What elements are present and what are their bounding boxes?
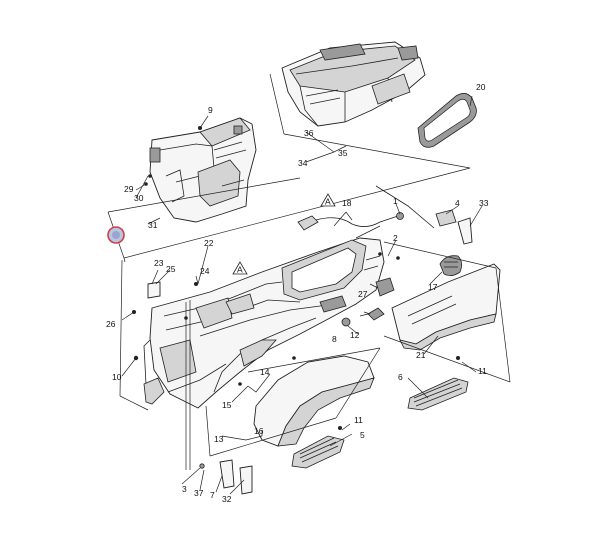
callout-31: 31	[148, 220, 158, 230]
callout-22: 22	[204, 238, 214, 248]
switch-module[interactable]	[435, 209, 457, 227]
callout-36: 36	[304, 128, 314, 138]
tub-seal[interactable]	[417, 93, 477, 148]
callout-7: 7	[210, 490, 215, 500]
callout-23: 23	[154, 258, 164, 268]
leader-lines	[121, 95, 483, 495]
speaker-grille[interactable]	[439, 255, 462, 276]
callout-35: 35	[338, 148, 348, 158]
callout-5: 5	[360, 430, 365, 440]
callout-33: 33	[479, 198, 489, 208]
callout-34: 34	[298, 158, 308, 168]
latch-27[interactable]	[375, 277, 395, 297]
callout-4: 4	[455, 198, 460, 208]
callout-21: 21	[416, 350, 426, 360]
callout-25: 25	[166, 264, 176, 274]
callout-20: 20	[476, 82, 486, 92]
indicator-icon[interactable]	[107, 226, 125, 244]
lower-bracket[interactable]	[143, 377, 165, 405]
callout-15: 15	[222, 400, 232, 410]
callout-24: 24	[200, 266, 210, 276]
callout-6: 6	[398, 372, 403, 382]
bracket-assembly[interactable]	[149, 117, 257, 223]
callout-1: 1	[393, 196, 398, 206]
mount-bracket-33[interactable]	[457, 217, 473, 245]
svg-text:A: A	[237, 265, 243, 275]
callout-12: 12	[350, 330, 360, 340]
callout-3: 3	[182, 484, 187, 494]
pin-23-25[interactable]	[147, 281, 161, 299]
callout-37: 37	[194, 488, 204, 498]
callout-30: 30	[134, 193, 144, 203]
callout-18: 18	[342, 198, 352, 208]
scuff-plate-upper[interactable]	[407, 377, 469, 411]
callout-16: 16	[254, 426, 264, 436]
callout-26: 26	[106, 319, 116, 329]
callout-8: 8	[332, 334, 337, 344]
wheelhouse-liner[interactable]	[253, 355, 375, 447]
callout-29: 29	[124, 184, 134, 194]
hinge-bracket-bottom[interactable]	[199, 459, 253, 495]
callout-10: 10	[112, 372, 122, 382]
callout-17: 17	[428, 282, 438, 292]
section-marker-a1: A	[232, 261, 248, 275]
storage-tub[interactable]	[281, 41, 426, 127]
callout-32: 32	[222, 494, 232, 504]
connector-12[interactable]	[359, 307, 385, 321]
fastener-8[interactable]	[341, 317, 351, 327]
svg-text:A: A	[325, 197, 331, 207]
boundary-lines	[107, 73, 511, 457]
callout-13: 13	[214, 434, 224, 444]
callout-11b: 11	[354, 415, 363, 425]
callout-9: 9	[208, 105, 213, 115]
cargo-side-panel[interactable]	[143, 237, 385, 409]
callout-27: 27	[358, 289, 368, 299]
callout-labels: 1 2 3 4 5 6 7 8 9 10 11 11 12 13 14 15 1…	[106, 82, 489, 504]
harness-connector[interactable]	[297, 212, 404, 231]
callout-2: 2	[393, 233, 398, 243]
callout-14: 14	[260, 367, 270, 377]
callout-11a: 11	[478, 366, 487, 376]
scuff-plate-lower[interactable]	[291, 435, 345, 469]
section-marker-a2: A	[320, 193, 336, 207]
quarter-trim-panel[interactable]	[391, 263, 501, 351]
cable-rod[interactable]	[375, 185, 435, 229]
